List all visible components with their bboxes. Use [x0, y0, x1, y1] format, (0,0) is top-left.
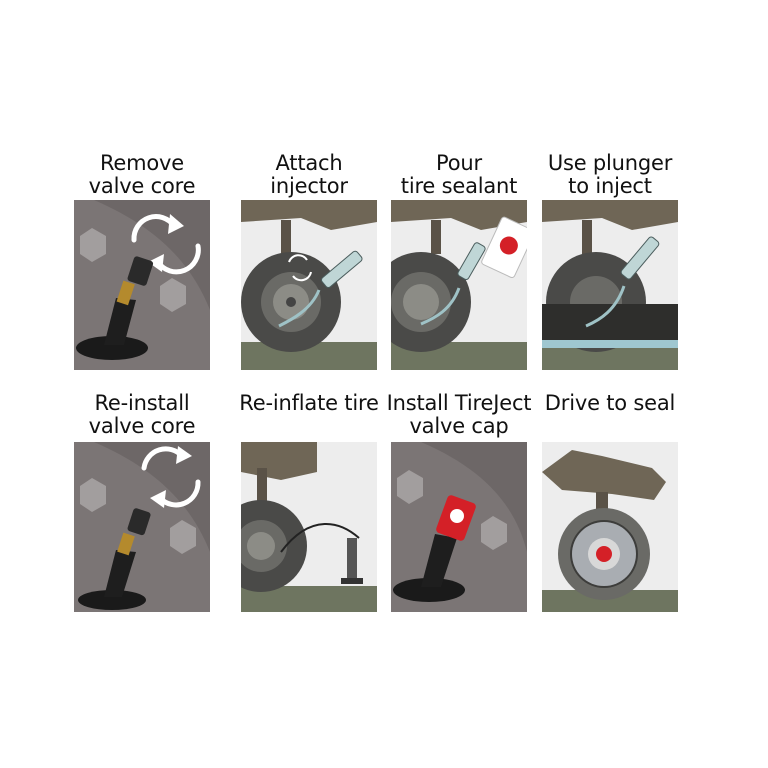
step-title: Remove valve core	[67, 152, 217, 198]
drive-to-seal-illustration	[542, 442, 678, 612]
step-title-line2: Re-inflate tire	[239, 391, 379, 415]
pour-sealant-illustration	[391, 200, 527, 370]
valve-core-removal-illustration	[74, 200, 210, 370]
step-title-line2: Drive to seal	[544, 391, 676, 415]
step-title-line1: Pour	[436, 151, 482, 175]
step-title-line2: valve core	[88, 414, 196, 438]
rotate-arrows-icon	[288, 254, 312, 282]
plunger-inject-illustration	[542, 200, 678, 370]
step-title-line2: valve cap	[409, 414, 509, 438]
attach-injector-illustration	[241, 200, 377, 370]
rotate-arrows-icon	[131, 214, 201, 275]
tireject-logo-icon	[499, 236, 518, 255]
step-title: Re-inflate tire	[234, 392, 384, 415]
step-title: Use plunger to inject	[535, 152, 685, 198]
step-title: Install TireJect valve cap	[384, 392, 534, 438]
reinflate-illustration	[241, 442, 377, 612]
step-title-line2: to inject	[568, 174, 652, 198]
valve-core-install-illustration	[74, 442, 210, 612]
tireject-logo-icon	[596, 546, 612, 562]
step-title-line1: Attach	[275, 151, 343, 175]
step-title: Re-install valve core	[67, 392, 217, 438]
step-title: Attach injector	[234, 152, 384, 198]
step-title-line2: injector	[270, 174, 348, 198]
tireject-logo-icon	[450, 509, 464, 523]
step-title-line2: valve core	[88, 174, 196, 198]
step-title-line1: Remove	[99, 151, 185, 175]
step-title-line2: tire sealant	[400, 174, 518, 198]
step-title: Pour tire sealant	[384, 152, 534, 198]
step-title-line1: Install TireJect	[386, 391, 532, 415]
rotate-arrows-icon	[141, 446, 201, 508]
valve-cap-illustration	[391, 442, 527, 612]
step-title-line1: Re-install	[94, 391, 190, 415]
step-title-line1: Use plunger	[547, 151, 673, 175]
step-title: Drive to seal	[535, 392, 685, 415]
